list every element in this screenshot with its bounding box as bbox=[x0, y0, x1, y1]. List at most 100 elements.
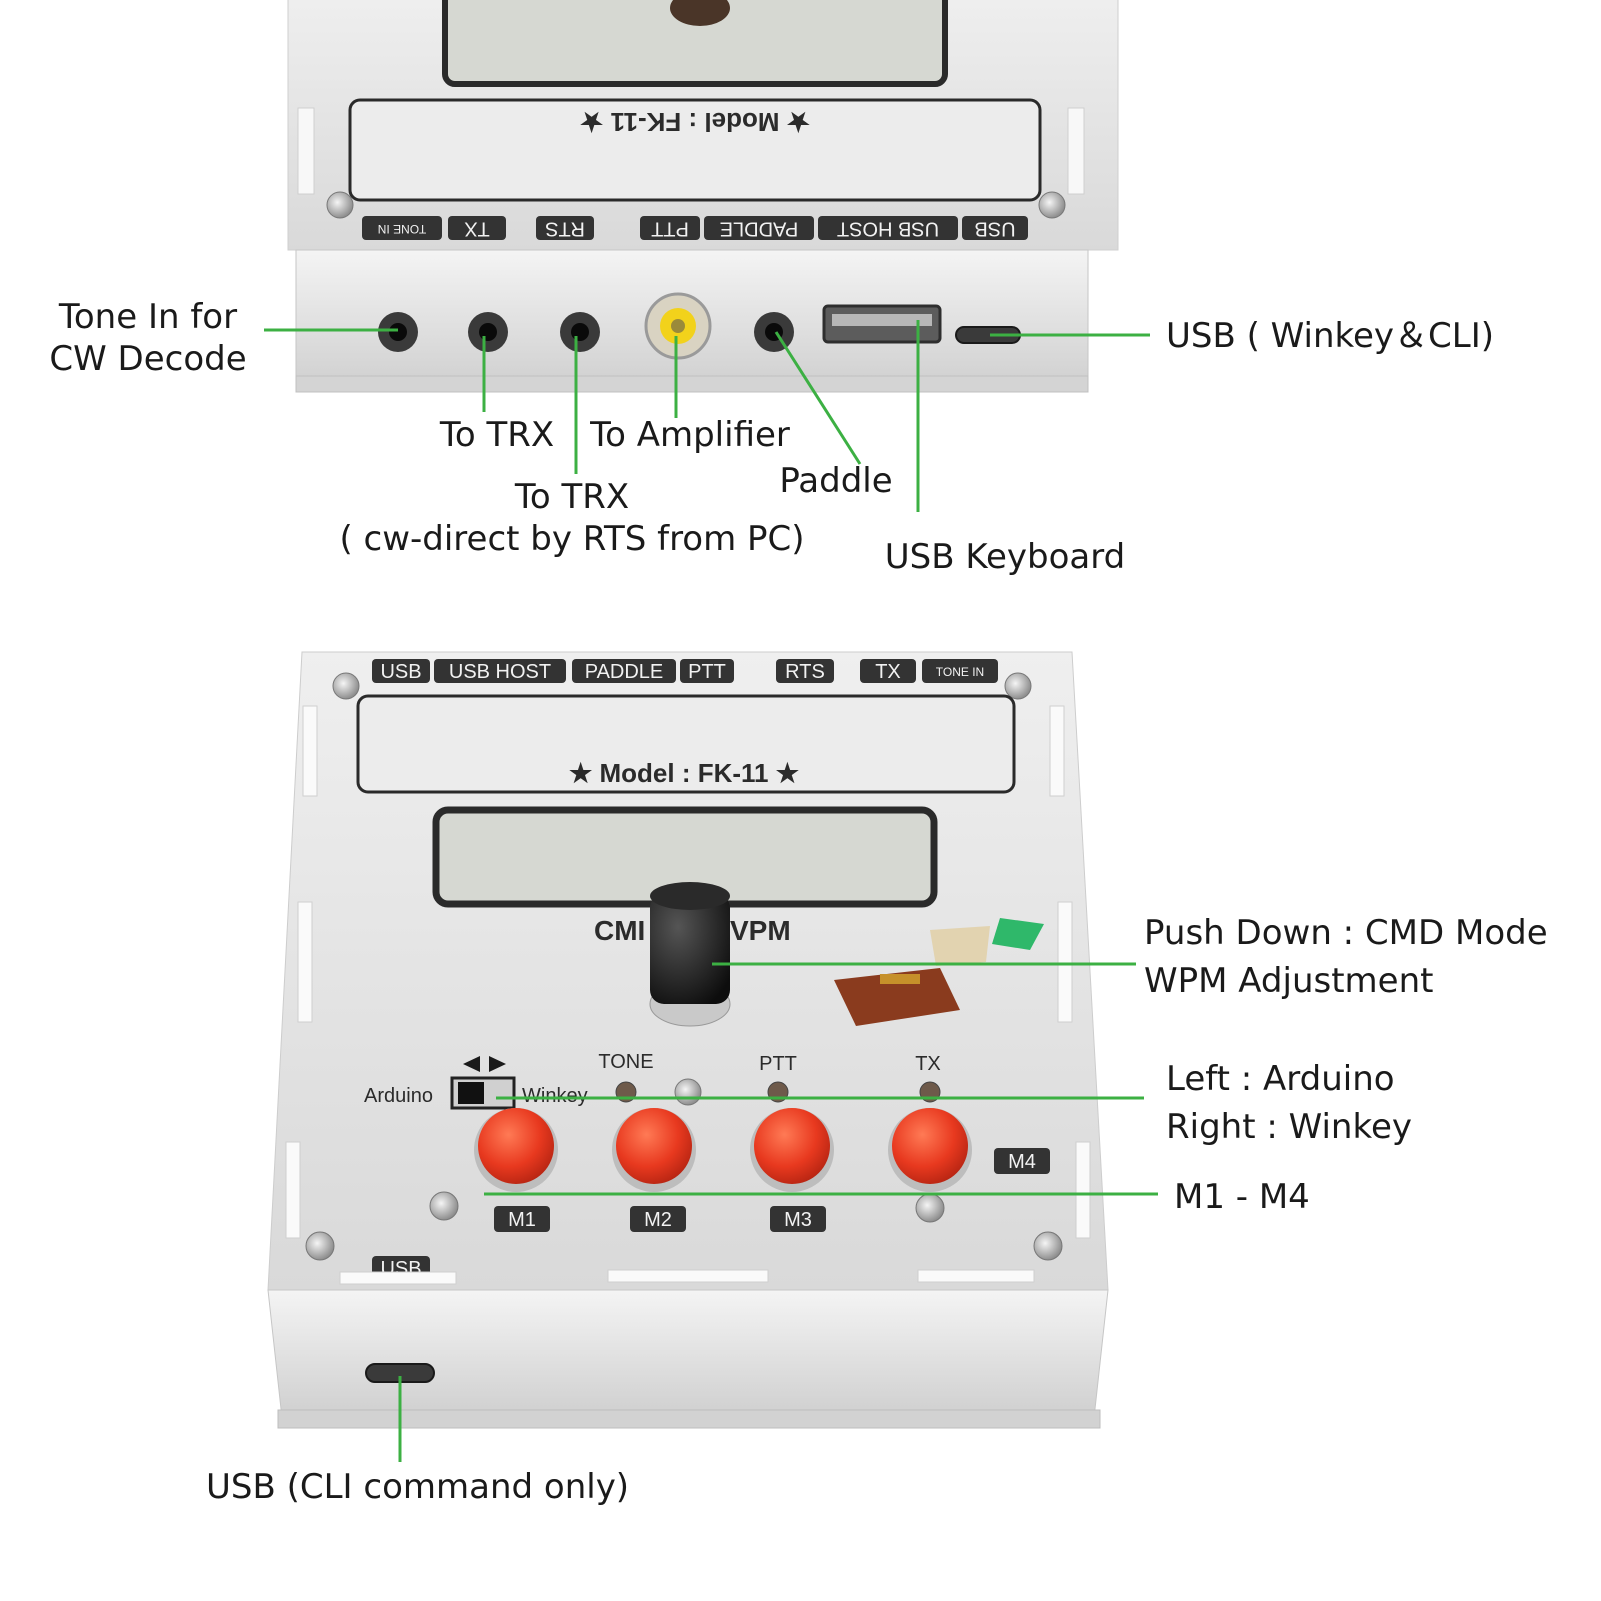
tag-rts-label: RTS bbox=[785, 661, 825, 683]
callout-to-trx: To TRX bbox=[439, 415, 554, 455]
top-device-model-plate bbox=[348, 98, 1042, 202]
slot-bottom-1 bbox=[339, 1271, 457, 1285]
callout-m1-m4: M1 - M4 bbox=[1174, 1177, 1310, 1217]
top-tag-paddle bbox=[704, 216, 814, 240]
top-callouts: Tone In for CW Decode To TRX To Amplifie… bbox=[49, 297, 1494, 577]
knob-body bbox=[650, 894, 730, 1004]
m4-button[interactable] bbox=[892, 1108, 968, 1184]
top-tag-ptt bbox=[640, 216, 700, 240]
slot-bottom-3 bbox=[917, 1269, 1035, 1283]
tag-usb-label: USB bbox=[380, 661, 421, 683]
m3-button[interactable] bbox=[754, 1108, 830, 1184]
tag-tx-label: TX bbox=[875, 661, 901, 683]
tag-m2 bbox=[630, 1206, 686, 1232]
bottom-device-model-plate bbox=[356, 694, 1016, 794]
led-label-tx: TX bbox=[915, 1053, 941, 1075]
knob-label-wpm: VPM bbox=[730, 915, 791, 946]
top-device-lcd bbox=[442, 0, 948, 87]
bottom-device-model-text: ★ Model : FK-11 ★ bbox=[569, 758, 800, 788]
tag-m1 bbox=[494, 1206, 550, 1232]
screw-icon bbox=[305, 1231, 335, 1261]
tag-paddle bbox=[572, 659, 676, 683]
tag-usb-host-label: USB HOST bbox=[449, 661, 551, 683]
top-slot-left bbox=[297, 107, 315, 195]
bottom-callouts: Push Down : CMD Mode WPM Adjustment Left… bbox=[206, 913, 1548, 1507]
switch-label-winkey: Winkey bbox=[522, 1085, 588, 1107]
cmd-wpm-knob[interactable] bbox=[649, 882, 731, 1027]
top-device-base bbox=[295, 375, 1089, 393]
led-label-tone: TONE bbox=[598, 1051, 653, 1073]
slot-right-2 bbox=[1057, 901, 1073, 1023]
led-label-ptt: PTT bbox=[759, 1053, 797, 1075]
tone-in-jack-hole bbox=[389, 323, 407, 341]
m1-button[interactable] bbox=[478, 1108, 554, 1184]
arduino-winkey-switch[interactable] bbox=[450, 1076, 516, 1110]
callout-tone-in-line1: Tone In for bbox=[58, 297, 237, 337]
knob-top bbox=[650, 882, 730, 910]
arrow-left-right-icon bbox=[463, 1056, 506, 1072]
leader-paddle bbox=[774, 331, 862, 465]
top-leader-lines bbox=[264, 320, 1150, 512]
rts-jack-hole bbox=[571, 323, 589, 341]
top-slot-right bbox=[1067, 107, 1085, 195]
tag-paddle-label: PADDLE bbox=[585, 661, 664, 683]
tag-rts bbox=[776, 659, 834, 683]
tag-m3 bbox=[770, 1206, 826, 1232]
usb-a-port-tongue bbox=[832, 314, 932, 326]
slot-left-2 bbox=[297, 901, 313, 1023]
top-tag-rts bbox=[536, 216, 594, 240]
knob-label-cmd: CMI bbox=[594, 915, 645, 946]
tag-usb bbox=[372, 659, 430, 683]
screw-icon bbox=[1004, 672, 1032, 700]
slot-right-1 bbox=[1049, 705, 1065, 797]
screw-icon bbox=[326, 191, 354, 219]
bottom-device-front-panel bbox=[267, 1289, 1109, 1419]
switch-label-arduino: Arduino bbox=[364, 1085, 433, 1107]
tag-ptt bbox=[680, 659, 734, 683]
tag-m4 bbox=[994, 1148, 1050, 1174]
slot-left-1 bbox=[302, 705, 318, 797]
screw-icon bbox=[429, 1191, 459, 1221]
morse-key-sticker-icon bbox=[834, 918, 1044, 1026]
top-tag-usb-host bbox=[818, 216, 958, 240]
tag-m2-label: M2 bbox=[644, 1209, 672, 1231]
callout-push-down: Push Down : CMD Mode bbox=[1144, 913, 1548, 953]
screw-icon bbox=[674, 1078, 702, 1106]
screw-icon bbox=[915, 1193, 945, 1223]
top-tag-tx bbox=[448, 216, 506, 240]
top-tag-tone-in-label: TONE IN bbox=[378, 222, 426, 236]
slot-left-3 bbox=[285, 1141, 301, 1239]
top-device-model-text: ★ Model : FK-11 ★ bbox=[579, 107, 810, 137]
top-tag-ptt-label: PTT bbox=[651, 218, 689, 240]
tag-ptt-label: PTT bbox=[688, 661, 726, 683]
screw-icon bbox=[332, 672, 360, 700]
top-tag-usb-host-label: USB HOST bbox=[837, 218, 939, 240]
callout-to-amplifier: To Amplifier bbox=[589, 415, 790, 455]
tag-tone-in bbox=[922, 659, 998, 683]
top-tag-tone-in bbox=[362, 216, 442, 240]
top-tag-usb bbox=[962, 216, 1028, 240]
callout-usb-winkey-cli: USB ( Winkey＆CLI) bbox=[1166, 316, 1494, 356]
memory-buttons bbox=[474, 1108, 972, 1192]
m2-button[interactable] bbox=[616, 1108, 692, 1184]
bottom-leader-lines bbox=[398, 962, 1158, 1462]
rca-jack-pin bbox=[671, 319, 685, 333]
tag-m1-label: M1 bbox=[508, 1209, 536, 1231]
callout-wpm-adjust: WPM Adjustment bbox=[1144, 961, 1433, 1001]
top-tag-paddle-label: PADDLE bbox=[720, 218, 799, 240]
callout-usb-keyboard: USB Keyboard bbox=[885, 537, 1125, 577]
tag-usb-host bbox=[434, 659, 566, 683]
top-port-tag-row: USB USB HOST PADDLE PTT RTS TX TONE IN bbox=[362, 216, 1028, 240]
callout-paddle: Paddle bbox=[779, 461, 892, 501]
top-tag-usb-label: USB bbox=[974, 218, 1015, 240]
slot-right-3 bbox=[1075, 1141, 1091, 1239]
bottom-device-base bbox=[277, 1409, 1101, 1429]
tag-m4-label: M4 bbox=[1008, 1151, 1036, 1173]
callout-to-trx-rts-line1: To TRX bbox=[514, 477, 629, 517]
callout-right-winkey: Right : Winkey bbox=[1166, 1107, 1412, 1147]
slot-bottom-2 bbox=[607, 1269, 769, 1283]
callout-to-trx-rts-line2: ( cw-direct by RTS from PC) bbox=[339, 519, 804, 559]
tag-tx bbox=[860, 659, 916, 683]
top-device-knob-shadow bbox=[670, 0, 730, 26]
